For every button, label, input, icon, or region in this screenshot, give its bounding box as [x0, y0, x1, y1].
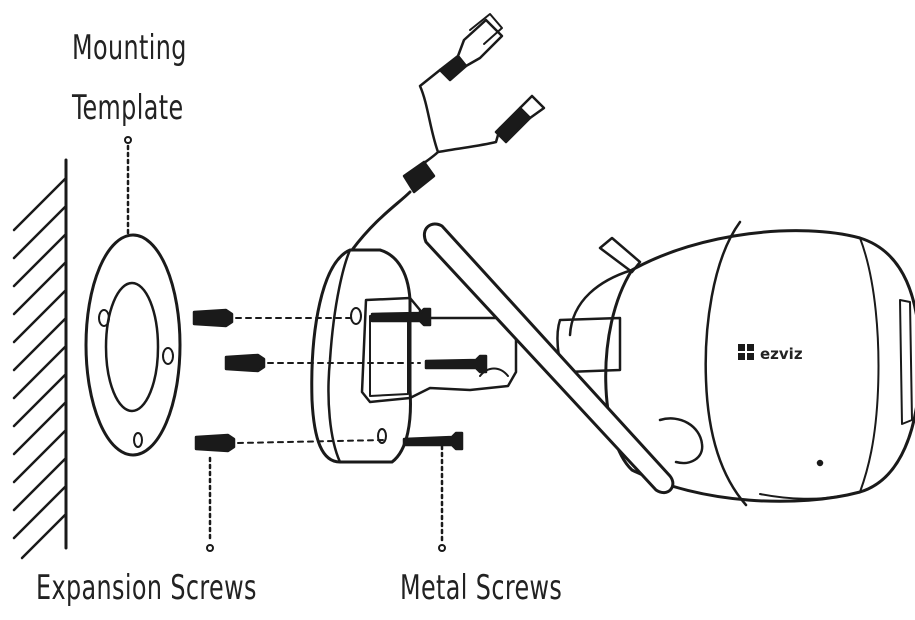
alignment-lines	[235, 317, 421, 444]
metal-screw-bottom	[402, 431, 464, 451]
expansion-screw-middle	[224, 353, 266, 373]
expansion-screws-callout	[206, 456, 214, 552]
mounting-template-label-line1: Mounting	[72, 28, 187, 68]
camera-cable	[350, 13, 546, 252]
camera-antenna	[423, 222, 704, 495]
brand-logo-text: ezviz	[760, 345, 803, 363]
metal-screw-top	[370, 307, 432, 327]
mounting-template-label-line2: Template	[72, 88, 184, 128]
brand-logo: ezviz	[738, 344, 803, 363]
metal-screws-callout	[438, 444, 446, 552]
expansion-screw-bottom	[194, 433, 236, 453]
mounting-template-callout	[124, 136, 132, 238]
expansion-screws-label: Expansion Screws	[36, 568, 257, 608]
metal-screw-middle	[424, 354, 488, 374]
wall	[12, 158, 68, 560]
mounting-template-shape	[84, 233, 182, 457]
expansion-screw-top	[192, 308, 234, 328]
camera-body	[556, 220, 915, 507]
metal-screws-label: Metal Screws	[400, 568, 563, 608]
